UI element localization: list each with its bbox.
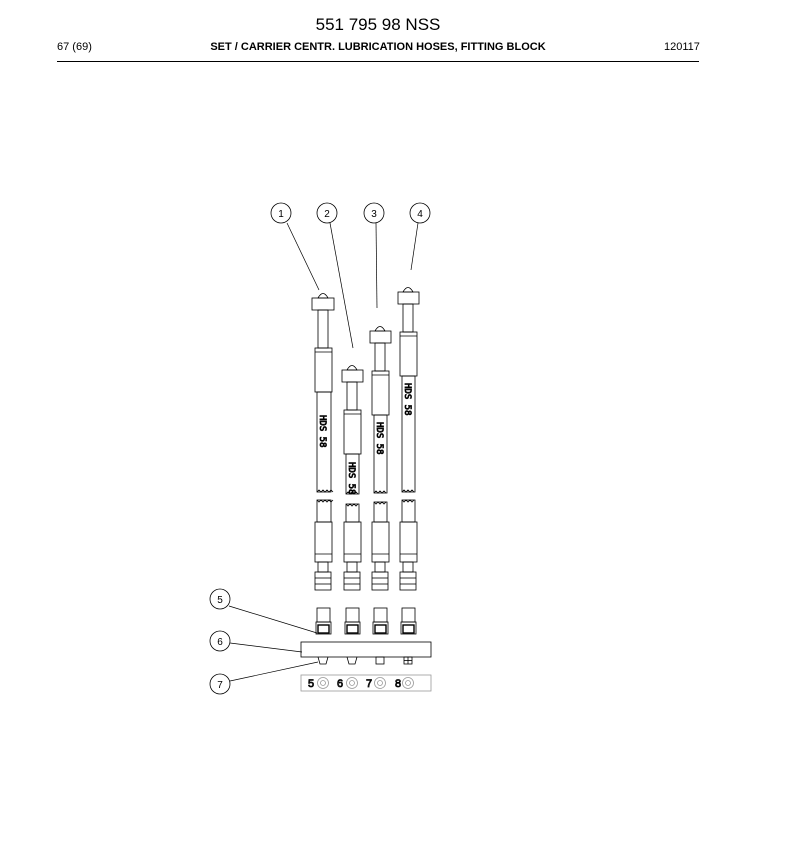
hose-label: HDS 58	[346, 462, 356, 495]
document-title: SET / CARRIER CENTR. LUBRICATION HOSES, …	[210, 41, 546, 53]
callout-7	[209, 673, 231, 695]
callout-number: 3	[371, 209, 377, 220]
callout-number: 1	[278, 209, 284, 220]
hose-4	[397, 287, 420, 665]
callout-3	[363, 202, 385, 224]
port-plate	[300, 674, 432, 692]
callout-number: 7	[217, 680, 223, 691]
page-number: 67 (69)	[57, 41, 92, 53]
hose-label: HDS 58	[374, 422, 384, 455]
header-rule	[57, 61, 699, 62]
port-label: 8	[395, 678, 401, 690]
hose-2	[341, 365, 364, 665]
hose-3	[369, 326, 392, 665]
fitting-block	[300, 641, 432, 658]
callout-4	[409, 202, 431, 224]
callout-6	[209, 630, 231, 652]
leader-lines	[228, 222, 419, 682]
port-label: 7	[366, 678, 372, 690]
callout-number: 4	[417, 209, 423, 220]
callout-5	[209, 588, 231, 610]
document-number: 551 795 98 NSS	[315, 15, 441, 34]
hose-1	[311, 293, 335, 665]
port-label: 5	[308, 678, 314, 690]
hose-label: HDS 58	[317, 415, 327, 448]
port-label: 6	[337, 678, 343, 690]
callout-number: 6	[217, 637, 223, 648]
hose-label: HDS 58	[402, 383, 412, 416]
document-date: 120117	[664, 41, 700, 53]
callout-number: 2	[324, 209, 330, 220]
callout-1	[270, 202, 292, 224]
callout-number: 5	[217, 595, 223, 606]
callout-2	[316, 202, 338, 224]
